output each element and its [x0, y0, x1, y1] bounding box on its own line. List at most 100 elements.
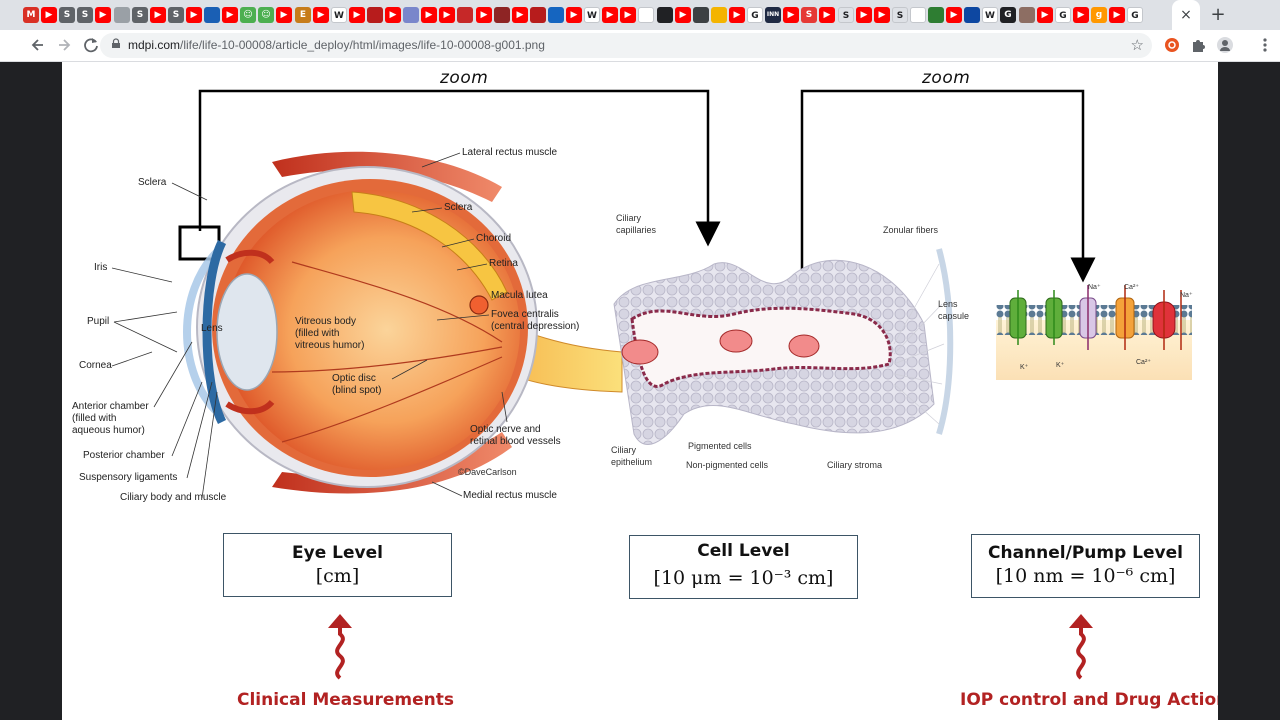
leaf-icon[interactable]: [928, 7, 944, 23]
museum-icon[interactable]: [638, 7, 654, 23]
s-letter-icon[interactable]: S: [892, 7, 908, 23]
museum-icon[interactable]: [910, 7, 926, 23]
youtube-icon[interactable]: ▶: [186, 7, 202, 23]
channel-level-box: Channel/Pump Level [10 nm = 10⁻⁶ cm]: [971, 534, 1200, 598]
youtube-icon[interactable]: ▶: [1109, 7, 1125, 23]
youtube-icon[interactable]: ▶: [512, 7, 528, 23]
inn-icon[interactable]: INN: [765, 7, 781, 23]
youtube-icon[interactable]: ▶: [421, 7, 437, 23]
s-icon[interactable]: S: [77, 7, 93, 23]
google-icon[interactable]: G: [747, 7, 763, 23]
shield-icon[interactable]: [367, 7, 383, 23]
zoom-connector-right: [800, 89, 1096, 290]
grid-icon[interactable]: [494, 7, 510, 23]
new-tab-button[interactable]: +: [1210, 4, 1226, 25]
bookmark-star-icon[interactable]: ☆: [1130, 36, 1144, 54]
youtube-icon[interactable]: ▶: [675, 7, 691, 23]
contrast-icon[interactable]: [657, 7, 673, 23]
youtube-icon[interactable]: ▶: [874, 7, 890, 23]
label-vitreous: Vitreous body: [295, 316, 356, 327]
s-icon[interactable]: S: [59, 7, 75, 23]
cell-level-unit: [10 μm = 10⁻³ cm]: [653, 567, 834, 589]
retina-layer: [351, 191, 508, 301]
smile-icon[interactable]: ☺: [240, 7, 256, 23]
smile-icon[interactable]: ☺: [258, 7, 274, 23]
globe-icon[interactable]: [964, 7, 980, 23]
label-pupil: Pupil: [87, 316, 110, 327]
ciliary-body: [225, 249, 275, 415]
label-optic-nerve: Optic nerve and: [470, 424, 541, 435]
cell-level-box: Cell Level [10 μm = 10⁻³ cm]: [629, 535, 858, 599]
label-optic-disc-2: (blind spot): [332, 385, 382, 396]
wikipedia-icon[interactable]: W: [584, 7, 600, 23]
youtube-icon[interactable]: ▶: [783, 7, 799, 23]
label-pigmented-cells: Pigmented cells: [688, 441, 752, 451]
eye-level-box: Eye Level [cm]: [223, 533, 452, 597]
e-icon[interactable]: E: [295, 7, 311, 23]
badge-icon[interactable]: [711, 7, 727, 23]
youtube-icon[interactable]: ▶: [946, 7, 962, 23]
box-icon[interactable]: [1019, 7, 1035, 23]
label-zonular-fibers: Zonular fibers: [883, 225, 939, 235]
label-vitreous-2: (filled with: [295, 328, 340, 339]
address-bar[interactable]: mdpi.com/life/life-10-00008/article_depl…: [100, 33, 1152, 58]
label-lens: Lens: [201, 323, 223, 334]
youtube-icon[interactable]: ▶: [349, 7, 365, 23]
crest-icon[interactable]: [530, 7, 546, 23]
wikipedia-icon[interactable]: W: [331, 7, 347, 23]
doc-icon[interactable]: [457, 7, 473, 23]
s-red-icon[interactable]: S: [801, 7, 817, 23]
youtube-icon[interactable]: ▶: [819, 7, 835, 23]
youtube-icon[interactable]: ▶: [95, 7, 111, 23]
google-icon[interactable]: G: [1055, 7, 1071, 23]
label-ciliary-epithelium-2: epithelium: [611, 457, 653, 467]
youtube-icon[interactable]: ▶: [729, 7, 745, 23]
zoom-label-left: zoom: [440, 68, 489, 88]
s-icon[interactable]: S: [132, 7, 148, 23]
lens-capsule: [936, 248, 954, 435]
youtube-icon[interactable]: ▶: [276, 7, 292, 23]
youtube-icon[interactable]: ▶: [566, 7, 582, 23]
ubuntu-extension-icon[interactable]: [1164, 37, 1180, 53]
youtube-icon[interactable]: ▶: [41, 7, 57, 23]
youtube-icon[interactable]: ▶: [1073, 7, 1089, 23]
reload-button[interactable]: [69, 34, 98, 56]
tab-active[interactable]: [1172, 0, 1200, 30]
red-squiggle-arrow-right: [1069, 614, 1093, 680]
youtube-icon[interactable]: ▶: [602, 7, 618, 23]
gmail-icon[interactable]: M: [23, 7, 39, 23]
youtube-icon[interactable]: ▶: [385, 7, 401, 23]
wikipedia-icon[interactable]: W: [982, 7, 998, 23]
g-orange-icon[interactable]: g: [1091, 7, 1107, 23]
menu-button[interactable]: [1243, 34, 1267, 56]
s-letter-icon[interactable]: S: [838, 7, 854, 23]
profile-avatar-icon[interactable]: [1217, 37, 1233, 53]
youtube-icon[interactable]: ▶: [313, 7, 329, 23]
back-button[interactable]: [16, 34, 43, 56]
url-text[interactable]: mdpi.com/life/life-10-00008/article_depl…: [128, 38, 545, 52]
feather-icon[interactable]: [693, 7, 709, 23]
page-icon[interactable]: [403, 7, 419, 23]
eye-level-title: Eye Level: [292, 543, 383, 563]
label-lens-capsule: Lens: [938, 299, 958, 309]
youtube-icon[interactable]: ▶: [222, 7, 238, 23]
youtube-icon[interactable]: ▶: [476, 7, 492, 23]
google-icon[interactable]: G: [1127, 7, 1143, 23]
s-icon[interactable]: S: [168, 7, 184, 23]
youtube-icon[interactable]: ▶: [439, 7, 455, 23]
g-dark-icon[interactable]: G: [1000, 7, 1016, 23]
page-icon[interactable]: [114, 7, 130, 23]
forward-button[interactable]: [42, 34, 71, 56]
extensions-puzzle-icon[interactable]: [1190, 37, 1206, 53]
youtube-icon[interactable]: ▶: [620, 7, 636, 23]
youtube-icon[interactable]: ▶: [856, 7, 872, 23]
close-tab-icon[interactable]: ×: [1180, 7, 1192, 23]
youtube-icon[interactable]: ▶: [1037, 7, 1053, 23]
label-lens-capsule-2: capsule: [938, 311, 970, 321]
label-ca-top: Ca²⁺: [1124, 284, 1139, 291]
flask-icon[interactable]: [548, 7, 564, 23]
youtube-icon[interactable]: ▶: [150, 7, 166, 23]
globe-icon[interactable]: [204, 7, 220, 23]
